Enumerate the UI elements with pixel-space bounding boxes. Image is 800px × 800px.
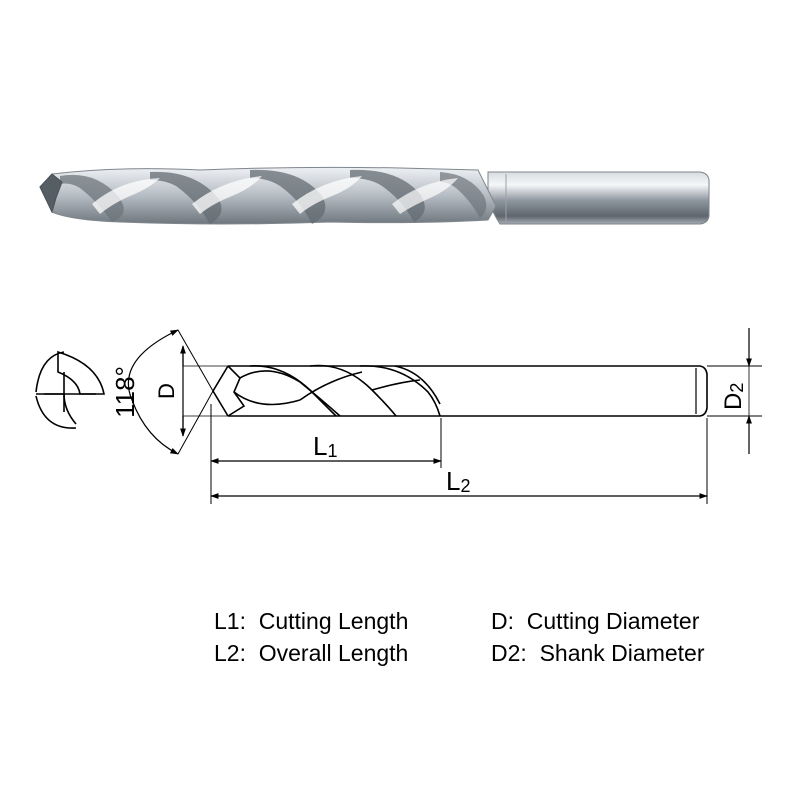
legend-d: D: Cutting Diameter [491, 608, 700, 634]
legend-d2: D2: Shank Diameter [491, 640, 705, 666]
dim-l2-label: L2 [446, 466, 470, 496]
angle-arc [127, 329, 179, 455]
dimension-lines [127, 328, 762, 504]
dim-d2-label: D2 [720, 383, 747, 410]
legend: L1: Cutting Length L2: Overall Length D:… [0, 600, 800, 680]
drill-photo [39, 166, 710, 225]
drill-point [39, 173, 63, 214]
cross-section-view [35, 350, 105, 429]
dim-l1-label: L1 [313, 431, 337, 461]
point-outline [212, 365, 229, 417]
drill-shank [487, 171, 710, 225]
angle-label: 118° [110, 366, 140, 418]
legend-l2: L2: Overall Length [214, 640, 409, 666]
shank-outline [395, 365, 708, 417]
legend-l1: L1: Cutting Length [214, 608, 409, 634]
drill-technical-view [212, 364, 708, 417]
dim-d-label: D [154, 383, 179, 399]
